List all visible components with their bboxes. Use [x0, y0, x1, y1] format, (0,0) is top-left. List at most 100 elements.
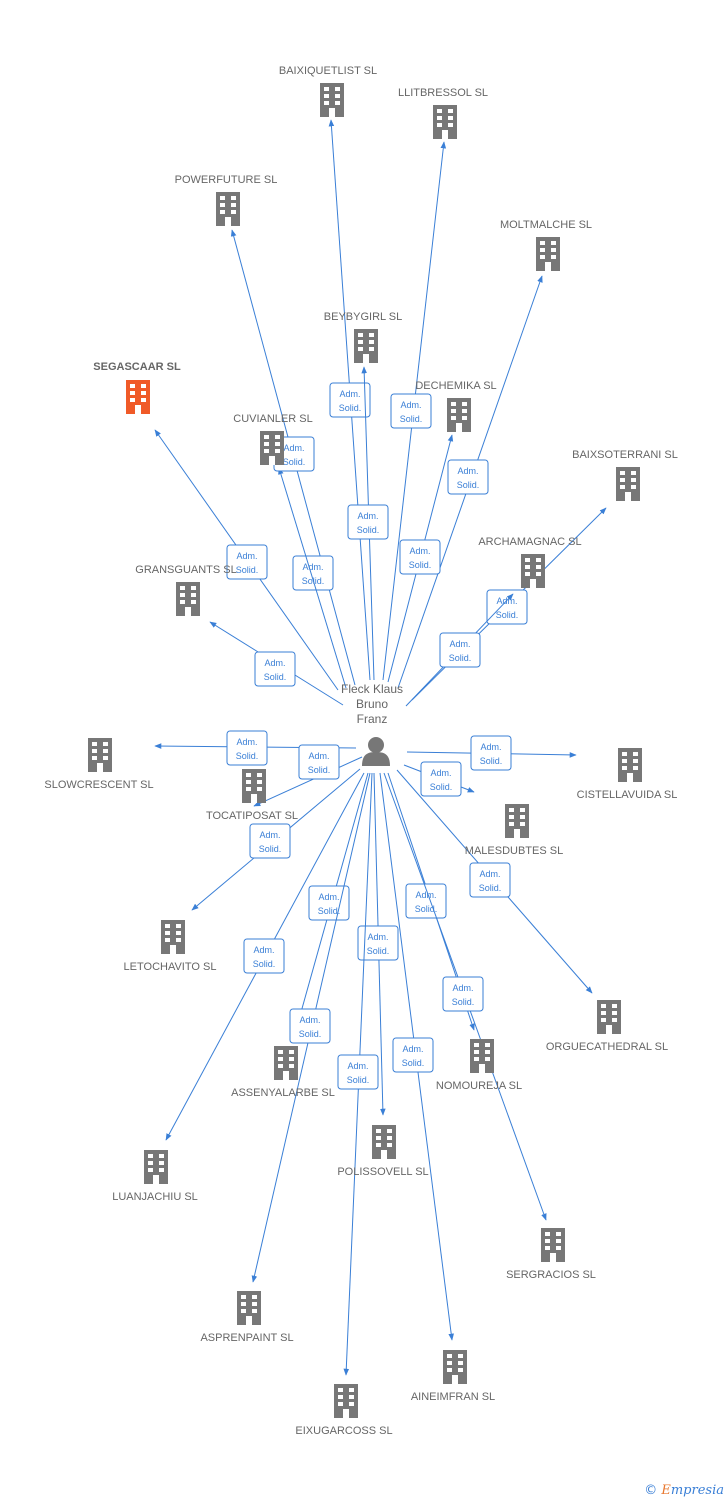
- building-icon: [144, 1150, 168, 1184]
- edge-label-malesdubtes-sl[interactable]: Adm.Solid.: [420, 761, 462, 797]
- company-node-orguecathedral-sl[interactable]: ORGUECATHEDRAL SL: [546, 1000, 668, 1053]
- company-name: LLITBRESSOL SL: [398, 87, 488, 99]
- building-icon: [597, 1000, 621, 1034]
- building-icon: [88, 738, 112, 772]
- edge-label-cistellavuida-sl[interactable]: Adm.Solid.: [470, 735, 512, 771]
- company-node-beybygirl-sl[interactable]: BEYBYGIRL SL: [324, 311, 402, 363]
- company-name: CUVIANLER SL: [233, 413, 312, 425]
- edge-role-text: Adm.: [318, 892, 339, 902]
- company-name: MOLTMALCHE SL: [500, 219, 592, 231]
- building-icon: [320, 83, 344, 117]
- edge-label-orguecathedral-sl[interactable]: Adm.Solid.: [469, 862, 511, 898]
- building-icon: [260, 431, 284, 465]
- edge-label-beybygirl-sl[interactable]: Adm.Solid.: [347, 504, 389, 540]
- edge-type-text: Solid.: [357, 525, 380, 535]
- building-icon: [443, 1350, 467, 1384]
- company-name: SERGRACIOS SL: [506, 1269, 596, 1281]
- company-node-asprenpaint-sl[interactable]: ASPRENPAINT SL: [200, 1291, 294, 1344]
- building-icon: [242, 769, 266, 803]
- edge-type-text: Solid.: [449, 653, 472, 663]
- building-icon: [354, 329, 378, 363]
- company-node-sergracios-sl[interactable]: SERGRACIOS SL: [506, 1228, 596, 1281]
- edge-label-asprenpaint-sl[interactable]: Adm.Solid.: [289, 1008, 331, 1044]
- company-node-letochavito-sl[interactable]: LETOCHAVITO SL: [124, 920, 217, 973]
- edge-label-baixiquetlist-sl[interactable]: Adm.Solid.: [329, 382, 371, 418]
- edge-label-luanjachiu-sl[interactable]: Adm.Solid.: [243, 938, 285, 974]
- empresia-watermark: © Empresia: [644, 1483, 724, 1498]
- edge-type-text: Solid.: [259, 844, 282, 854]
- company-node-gransguants-sl[interactable]: GRANSGUANTS SL: [135, 564, 237, 616]
- company-node-archamagnac-sl[interactable]: ARCHAMAGNAC SL: [478, 536, 582, 588]
- edge-role-text: Adm.: [409, 546, 430, 556]
- edge-label-sergracios-sl[interactable]: Adm.Solid.: [442, 976, 484, 1012]
- edge-role-text: Adm.: [449, 639, 470, 649]
- company-node-eixugarcoss-sl[interactable]: EIXUGARCOSS SL: [295, 1384, 393, 1437]
- company-node-moltmalche-sl[interactable]: MOLTMALCHE SL: [500, 219, 592, 271]
- edge-label-slowcrescent-sl[interactable]: Adm.Solid.: [226, 730, 268, 766]
- edges: Adm. Solid. Adm. Solid. Adm. Solid. Adm. Solid.…: [154, 119, 607, 1376]
- person-name-line-2: Bruno: [356, 697, 388, 711]
- edge-label-segascaar-sl[interactable]: Adm.Solid.: [226, 544, 268, 580]
- company-node-aineimfran-sl[interactable]: AINEIMFRAN SL: [411, 1350, 495, 1403]
- edge-label-eixugarcoss-sl[interactable]: Adm.Solid.: [337, 1054, 379, 1090]
- edge-label-polissovell-sl[interactable]: Adm.Solid.: [357, 925, 399, 961]
- company-node-llitbressol-sl[interactable]: LLITBRESSOL SL: [398, 87, 488, 139]
- building-icon: [541, 1228, 565, 1262]
- edge-label-archamagnac-sl[interactable]: Adm. Solid.: [439, 632, 481, 668]
- edge-type-text: Solid.: [308, 765, 331, 775]
- edge-label-assenyalarbe-sl[interactable]: Adm.Solid.: [308, 885, 350, 921]
- company-node-baixsoterrani-sl[interactable]: BAIXSOTERRANI SL: [572, 449, 678, 501]
- edge-role-text: Adm.: [457, 466, 478, 476]
- building-icon: [616, 467, 640, 501]
- company-node-luanjachiu-sl[interactable]: LUANJACHIU SL: [112, 1150, 198, 1203]
- person-node[interactable]: Fleck Klaus Bruno Franz: [341, 682, 403, 766]
- building-icon: [447, 398, 471, 432]
- company-name: SEGASCAAR SL: [93, 361, 181, 373]
- person-name-line-3: Franz: [357, 712, 388, 726]
- building-icon: [372, 1125, 396, 1159]
- edge-type-text: Solid.: [480, 756, 503, 766]
- edge-type-text: Solid.: [339, 403, 362, 413]
- edge-label-gransguants-sl[interactable]: Adm.Solid.: [254, 651, 296, 687]
- company-node-malesdubtes-sl[interactable]: MALESDUBTES SL: [465, 804, 563, 857]
- company-node-cistellavuida-sl[interactable]: CISTELLAVUIDA SL: [577, 748, 678, 801]
- building-icon: [505, 804, 529, 838]
- edge-label-dechemika-sl[interactable]: Adm. Solid.: [399, 539, 441, 575]
- copyright-symbol: ©: [644, 1483, 658, 1498]
- edge-label-llitbressol-sl[interactable]: Adm.Solid.: [390, 393, 432, 429]
- edge-label-tocatiposat-sl[interactable]: Adm. Solid.: [298, 744, 340, 780]
- company-node-assenyalarbe-sl[interactable]: ASSENYALARBE SL: [231, 1046, 335, 1099]
- company-name: SLOWCRESCENT SL: [44, 779, 153, 791]
- edge-label-aineimfran-sl[interactable]: Adm.Solid.: [392, 1037, 434, 1073]
- company-node-powerfuture-sl[interactable]: POWERFUTURE SL: [175, 174, 278, 226]
- edge-role-text: Adm.: [308, 751, 329, 761]
- brand-name: mpresia: [670, 1483, 724, 1498]
- edge-label-powerfuture-sl[interactable]: Adm.Solid.: [292, 555, 334, 591]
- edge-type-text: Solid.: [430, 782, 453, 792]
- company-name: BAIXSOTERRANI SL: [572, 449, 678, 461]
- company-node-polissovell-sl[interactable]: POLISSOVELL SL: [337, 1125, 429, 1178]
- building-icon: [161, 920, 185, 954]
- edge-role-text: Adm.: [264, 658, 285, 668]
- edge-label-moltmalche-sl[interactable]: Adm.Solid.: [447, 459, 489, 495]
- company-node-baixiquetlist-sl[interactable]: BAIXIQUETLIST SL: [279, 65, 377, 117]
- company-node-nomoureja-sl[interactable]: NOMOUREJA SL: [436, 1039, 522, 1092]
- edge-type-text: Solid.: [236, 565, 259, 575]
- edge-label-nomoureja-sl[interactable]: Adm.Solid.: [405, 883, 447, 919]
- edge-label-letochavito-sl[interactable]: Adm.Solid.: [249, 823, 291, 859]
- company-name: MALESDUBTES SL: [465, 845, 563, 857]
- company-node-cuvianler-sl[interactable]: CUVIANLER SL: [233, 413, 313, 465]
- company-name: ORGUECATHEDRAL SL: [546, 1041, 668, 1053]
- company-name: POLISSOVELL SL: [337, 1166, 428, 1178]
- building-icon: [274, 1046, 298, 1080]
- company-name: BAIXIQUETLIST SL: [279, 65, 377, 77]
- edge-label-baixsoterrani-sl[interactable]: Adm.Solid.: [486, 589, 528, 625]
- company-node-dechemika-sl[interactable]: DECHEMIKA SL: [415, 380, 497, 432]
- company-node-segascaar-sl[interactable]: SEGASCAAR SL: [93, 361, 181, 414]
- company-node-tocatiposat-sl[interactable]: TOCATIPOSAT SL: [206, 769, 298, 822]
- edge-type-text: Solid.: [409, 560, 432, 570]
- company-name: POWERFUTURE SL: [175, 174, 278, 186]
- company-node-slowcrescent-sl[interactable]: SLOWCRESCENT SL: [44, 738, 154, 791]
- edge-type-text: Solid.: [236, 751, 259, 761]
- building-icon: [433, 105, 457, 139]
